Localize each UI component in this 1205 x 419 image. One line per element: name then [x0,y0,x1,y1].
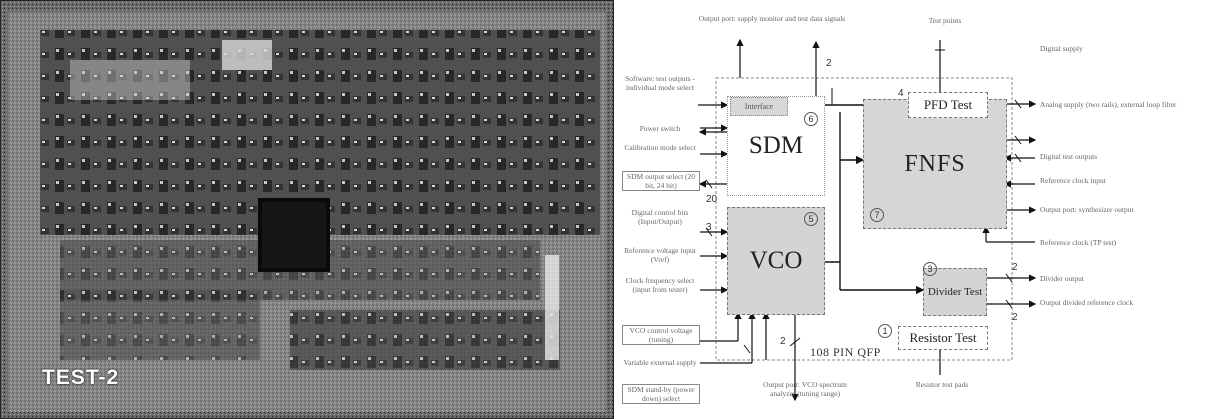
board-photo: TEST-2 [0,0,614,419]
left-label: Reference voltage input (Vref) [622,246,698,264]
left-label: Digital control bits (Input/Output) [622,208,698,226]
bus-number: 2 [780,336,786,347]
package-label: 108 PIN QFP [810,345,881,360]
block-diagram: SDM Interface VCO FNFS PFD Test Divider … [620,0,1205,419]
board-label: TEST-2 [42,366,119,390]
right-label: Output port: synthesizer output [1040,205,1200,214]
marker-resistor: 1 [878,324,892,338]
bottom-label: Resistor test pads [892,380,992,389]
left-label: Variable external supply [622,358,698,367]
left-label: Software: test outputs - individual mode… [622,74,698,92]
left-label: Power switch [622,124,698,133]
right-label: Divider output [1040,274,1160,283]
marker-vco: 5 [804,212,818,226]
bottom-label: Output port: VCO spectrum analyzer (tuni… [750,380,860,398]
left-label: VCO control voltage (tuning) [622,325,700,345]
bus-number: 2 [1012,312,1018,323]
right-label: Analog supply (two rails), external loop… [1040,100,1200,109]
left-label: Calibration mode select [622,143,698,152]
right-label: Reference clock input [1040,176,1200,185]
bus-number: 2 [1012,262,1018,273]
top-label: Test points [910,16,980,25]
bus-number: 4 [898,88,904,99]
marker-sdm: 6 [804,112,818,126]
right-label: Output divided reference clock [1040,298,1160,307]
board-photo-image [0,0,614,419]
left-label: Clock frequency select (input from teste… [622,276,698,294]
right-label: Digital supply [1040,44,1110,53]
marker-divider: 3 [923,262,937,276]
left-label: SDM stand-by (power down) select [622,384,700,404]
marker-fnfs: 7 [870,208,884,222]
left-label: SDM output select (20 bit, 24 bit) [622,171,700,191]
right-label: Reference clock (TP test) [1040,238,1200,247]
bus-number: 2 [826,58,832,69]
right-label: Digital test outputs [1040,152,1200,161]
top-label: Output port: supply monitor and test dat… [692,14,852,23]
fnfs-block: FNFS [863,99,1007,229]
bus-number: 3 [706,222,712,233]
bus-number: 20 [706,194,717,205]
resistor-test-block: Resistor Test [898,326,988,350]
interface-block: Interface [730,97,788,116]
pfd-test-block: PFD Test [908,92,988,118]
